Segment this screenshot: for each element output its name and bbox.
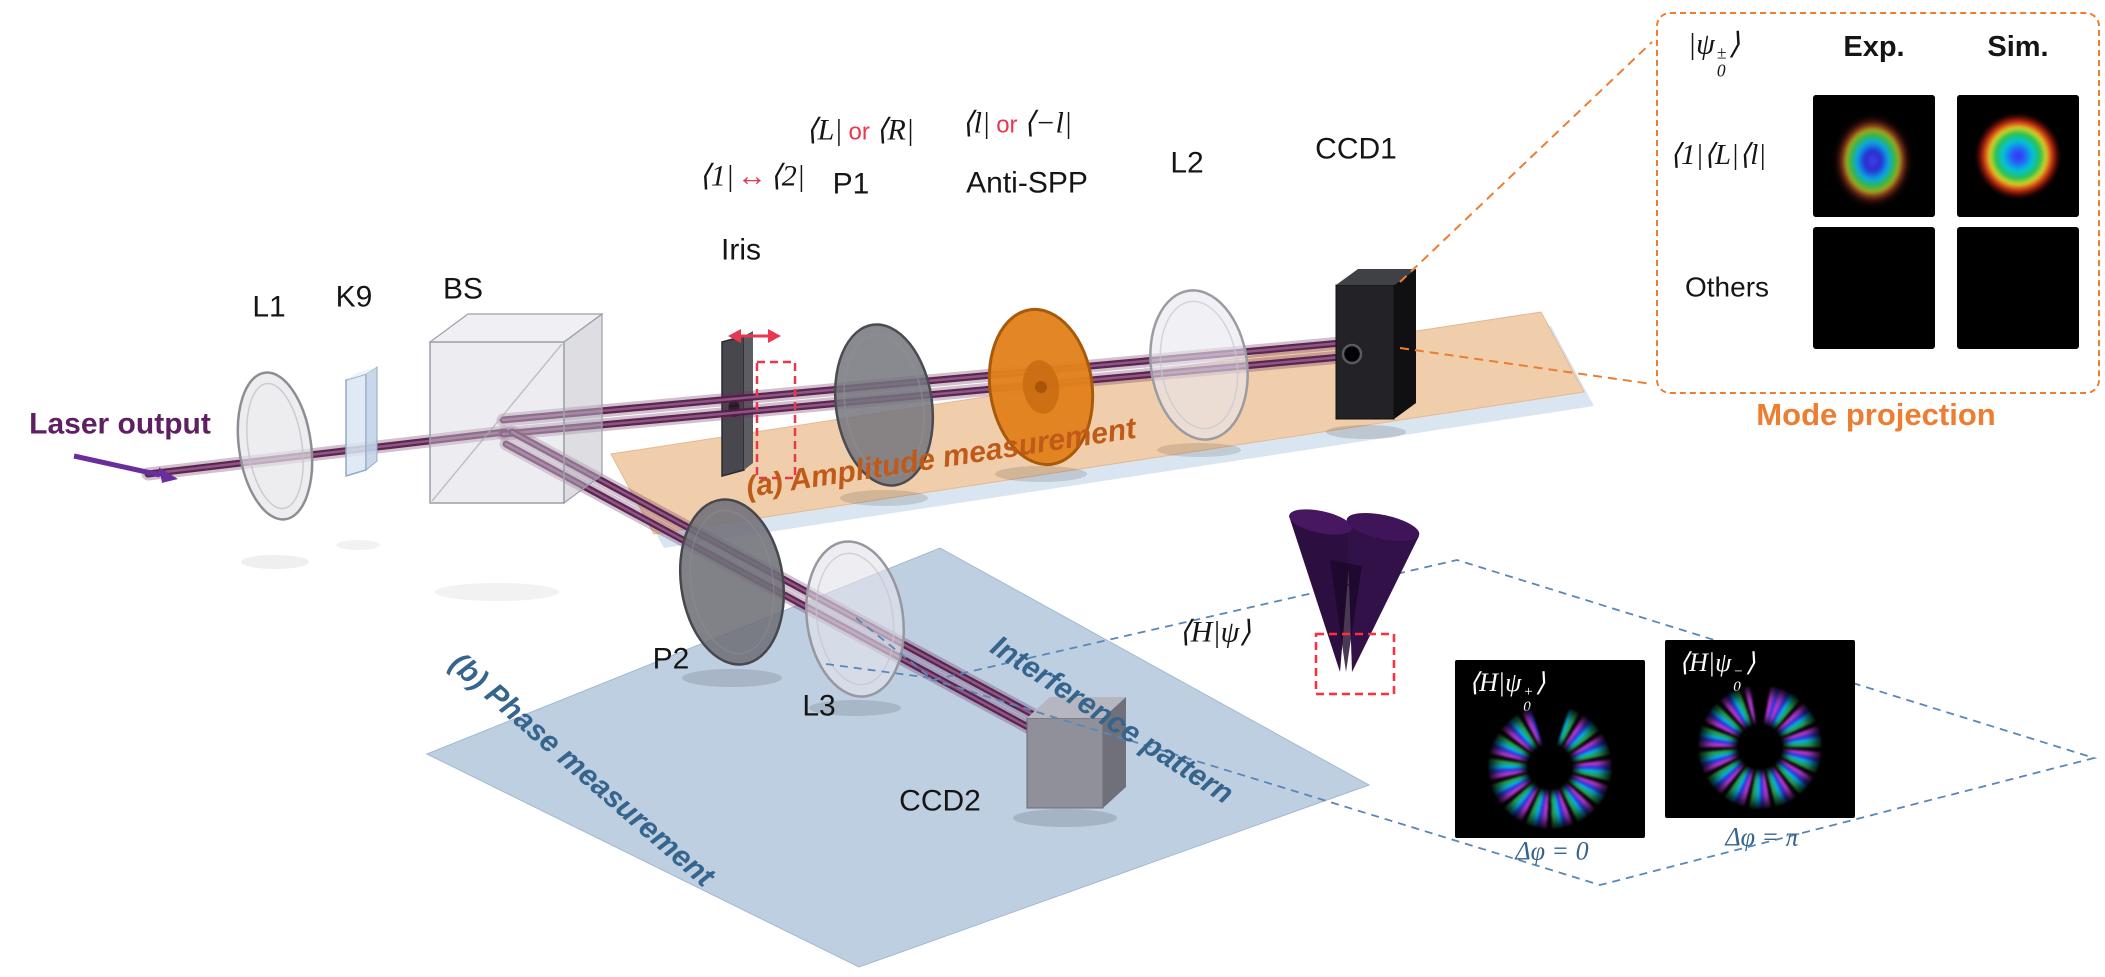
- beam-input: [141, 425, 512, 481]
- phase-caption-pi: Δφ = π: [1725, 822, 1799, 852]
- label-l3: L3: [802, 689, 836, 723]
- cone-tip-highlight: [1314, 632, 1396, 696]
- fringe-center: [1737, 724, 1783, 770]
- fringe-ring: [1699, 686, 1821, 808]
- ccd1-camera: [1335, 269, 1416, 420]
- label-bs: BS: [442, 272, 484, 306]
- polarizer-p2: [678, 498, 786, 666]
- state-header: |ψ±0⟩: [1687, 27, 1741, 82]
- projection-row1-label: ⟨1|⟨L|⟨l|: [1669, 139, 1767, 172]
- laser-direction-arrow: [73, 453, 178, 483]
- label-l1: L1: [252, 290, 286, 324]
- phase-caption-zero: Δφ = 0: [1515, 836, 1589, 866]
- projection-row2-label: Others: [1684, 271, 1770, 303]
- iris-selection-box: [728, 329, 797, 480]
- shadows: [241, 425, 1406, 827]
- label-p1: P1: [832, 167, 870, 201]
- mode-image-exp: [1813, 95, 1935, 217]
- double-arrow-icon: ↔: [737, 159, 767, 193]
- label-ccd2: CCD2: [899, 784, 981, 818]
- projection-connector-lines: [1399, 41, 1653, 385]
- interference-outline: [825, 559, 2098, 886]
- bra-l-annotation: ⟨l|or⟨−l|: [961, 106, 1073, 140]
- label-p2: P2: [652, 642, 690, 676]
- mode-image-others-sim: [1957, 227, 2079, 349]
- column-header-exp: Exp.: [1843, 31, 1905, 64]
- mode-image-others-exp: [1813, 227, 1935, 349]
- bra-L-R-annotation: ⟨L|or⟨R|: [805, 113, 915, 147]
- mode-projection-title: Mode projection: [1756, 396, 1996, 432]
- laser-output-label: Laser output: [29, 407, 211, 441]
- bra-1-2-annotation: ⟨1|↔⟨2|: [699, 159, 805, 193]
- label-ccd1: CCD1: [1315, 132, 1397, 166]
- fringe-ring: [1489, 706, 1611, 828]
- label-k9: K9: [335, 280, 373, 314]
- fringe-center: [1527, 744, 1573, 790]
- lens-l3: [804, 540, 906, 698]
- mode-image-sim: [1957, 95, 2079, 217]
- interference-minus-label: ⟨H|ψ−0⟩: [1679, 648, 1756, 696]
- column-header-sim: Sim.: [1987, 31, 2049, 64]
- lens-l1: [236, 371, 314, 521]
- anti-spp-disc: [987, 307, 1095, 467]
- beam-cones: [1289, 509, 1420, 672]
- glass-k9: [345, 366, 378, 478]
- gaussian-mode-blob: [1957, 95, 2079, 217]
- mode-projection-panel: [1656, 12, 2100, 394]
- polarizer-p1: [833, 323, 935, 487]
- ccd2-camera: [1026, 697, 1126, 809]
- gaussian-mode-blob: [1813, 95, 1935, 217]
- interference-plus-label: ⟨H|ψ+0⟩: [1469, 668, 1546, 716]
- interference-image-plus: ⟨H|ψ+0⟩: [1455, 660, 1645, 838]
- label-anti-spp: Anti-SPP: [966, 166, 1088, 200]
- label-iris: Iris: [721, 233, 761, 267]
- beamsplitter-cube: [428, 312, 604, 505]
- lens-l2: [1149, 289, 1249, 441]
- interference-image-minus: ⟨H|ψ−0⟩: [1665, 640, 1855, 818]
- label-l2: L2: [1170, 146, 1204, 180]
- h-psi-annotation: ⟨H|ψ⟩: [1179, 615, 1251, 649]
